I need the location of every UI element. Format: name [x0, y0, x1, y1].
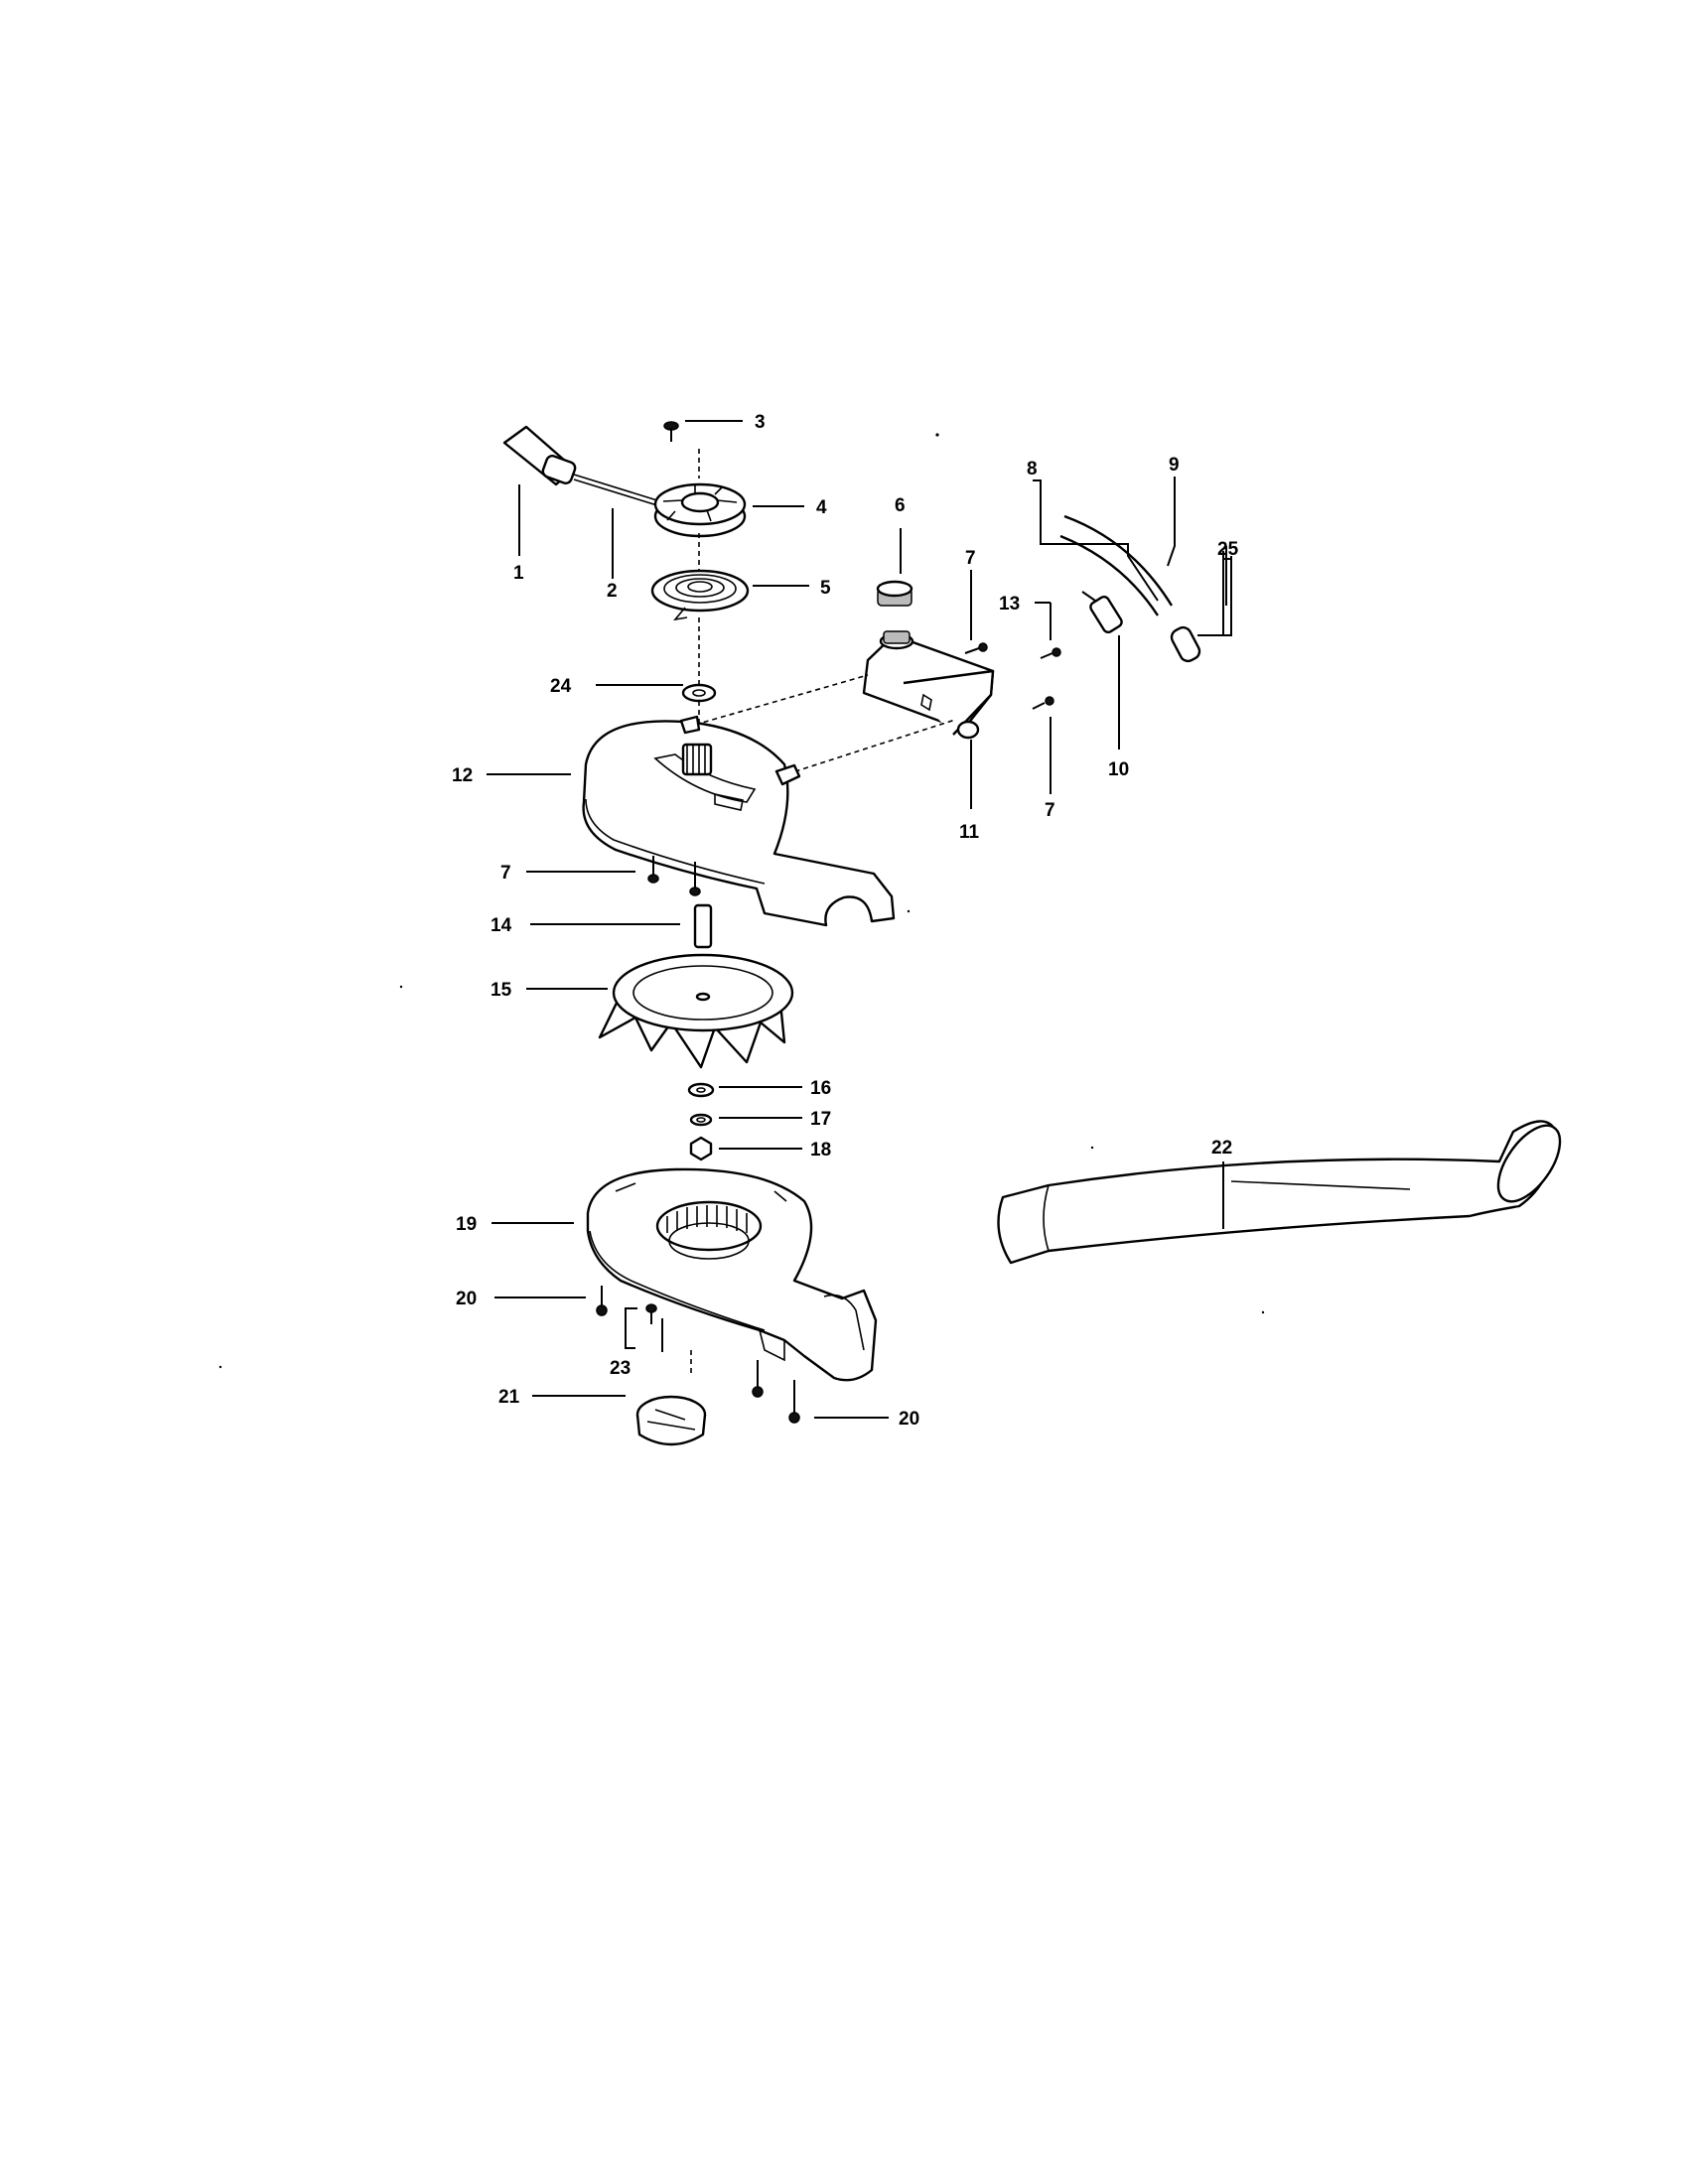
label-20-left: 20	[456, 1289, 477, 1309]
label-13: 13	[999, 594, 1020, 614]
screw-part-23	[645, 1303, 657, 1324]
label-22: 22	[1211, 1138, 1232, 1159]
lock-washer-part-17	[689, 1113, 713, 1127]
screw-part-20-c	[788, 1380, 800, 1424]
screw-part-7-tank-b	[1032, 696, 1054, 710]
spacer-part-14	[693, 903, 713, 949]
starter-rope	[573, 474, 661, 502]
screw-part-7-housing-a	[647, 856, 659, 884]
screw-part-20-a	[596, 1286, 608, 1316]
label-21: 21	[498, 1387, 520, 1408]
label-7-top: 7	[965, 548, 976, 569]
label-9: 9	[1169, 455, 1180, 476]
label-1: 1	[513, 563, 524, 584]
lower-housing	[586, 1167, 878, 1382]
label-18: 18	[810, 1140, 831, 1160]
label-24: 24	[550, 676, 572, 697]
label-14: 14	[491, 915, 512, 936]
label-15: 15	[491, 980, 512, 1001]
screw-part-13	[1040, 647, 1061, 659]
label-20-right: 20	[899, 1409, 919, 1430]
nut-part-18	[689, 1136, 713, 1161]
label-5: 5	[820, 578, 831, 599]
label-8: 8	[1027, 459, 1038, 479]
grommet-part-25	[1170, 625, 1201, 663]
label-4: 4	[816, 497, 827, 518]
label-7-left: 7	[500, 863, 511, 884]
label-10: 10	[1108, 759, 1129, 780]
fan-impeller	[598, 953, 794, 1069]
screw-part-7-tank-a	[964, 642, 988, 654]
label-7-right: 7	[1045, 800, 1055, 821]
label-6: 6	[895, 495, 906, 516]
label-25: 25	[1217, 539, 1239, 560]
washer-part-16	[687, 1082, 715, 1098]
intake-cover	[635, 1395, 707, 1446]
label-19: 19	[456, 1214, 477, 1235]
label-23: 23	[610, 1358, 631, 1379]
starter-pulley	[653, 482, 747, 538]
label-3: 3	[755, 412, 766, 433]
washer-part-24	[681, 683, 717, 703]
leader-lines	[487, 420, 1232, 1419]
label-11: 11	[959, 822, 980, 843]
label-16: 16	[810, 1078, 831, 1099]
fuel-cap	[876, 580, 913, 607]
blower-tube	[997, 1120, 1562, 1265]
fuel-line-part-9	[1063, 514, 1174, 607]
screw-part-3	[663, 421, 679, 442]
screw-part-7-housing-b	[689, 862, 701, 896]
upper-housing	[582, 715, 896, 927]
label-2: 2	[607, 581, 618, 602]
callout-labels: 1 2 3 4 5 6 7 8 9 25 13 10 11 7 24 12 7 …	[452, 412, 1239, 1430]
screw-part-20-b	[752, 1360, 764, 1398]
label-12: 12	[452, 765, 473, 786]
fuel-tank	[862, 630, 995, 740]
recoil-spring	[650, 569, 750, 621]
starter-handle	[502, 425, 577, 486]
label-17: 17	[810, 1109, 831, 1130]
fuel-line-part-8	[1059, 534, 1160, 616]
fuel-filter	[1081, 591, 1123, 634]
